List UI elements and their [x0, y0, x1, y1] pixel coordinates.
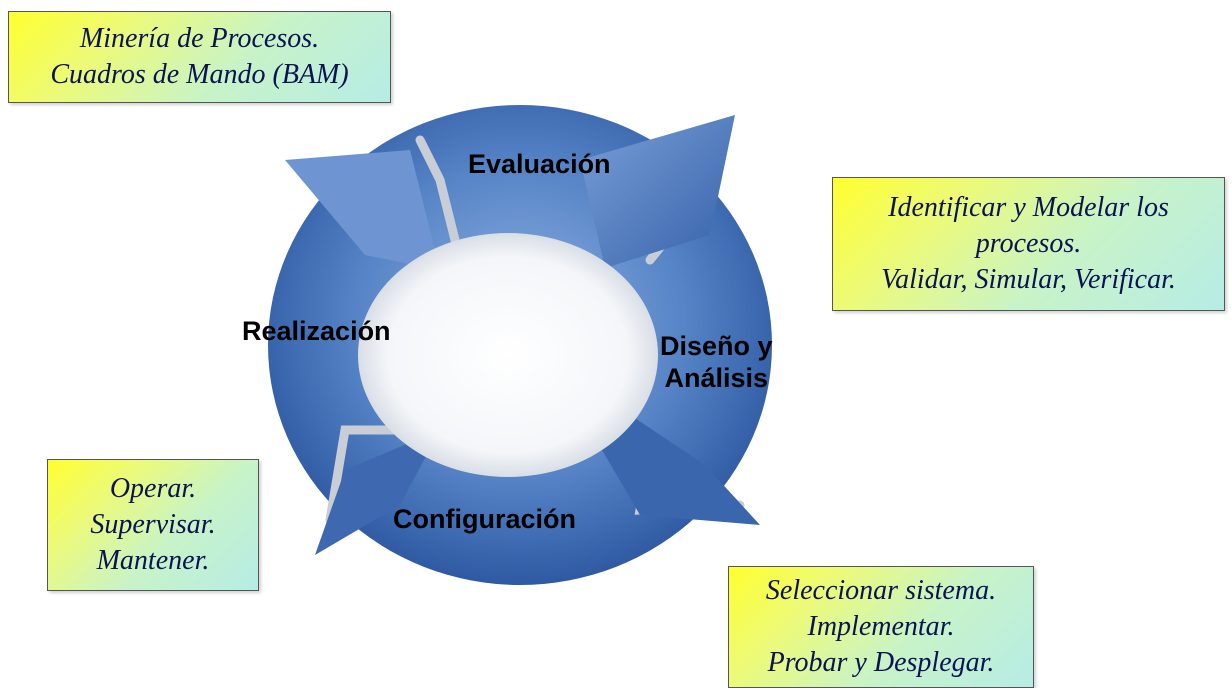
stage-diseno-label: Diseño y Análisis	[660, 330, 773, 394]
arrow-head-bottom	[315, 430, 440, 555]
arrow-head-right	[595, 400, 760, 525]
note-bottom-right-line1: Seleccionar sistema.	[765, 575, 997, 606]
note-bottom-left-line3: Mantener.	[96, 545, 210, 576]
note-right-line3: Validar, Simular, Verificar.	[881, 264, 1176, 295]
note-bottom-left-line2: Supervisar.	[90, 509, 216, 540]
stage-diseno-line1: Diseño y	[660, 331, 773, 361]
note-top-left-line2: Cuadros de Mando (BAM)	[50, 59, 349, 90]
note-right: Identificar y Modelar los procesos. Vali…	[832, 177, 1225, 311]
stage-realizacion-label: Realización	[242, 316, 391, 346]
gap-top-left	[415, 135, 460, 245]
note-right-line1: Identificar y Modelar los	[888, 192, 1169, 223]
note-top-left: Minería de Procesos. Cuadros de Mando (B…	[8, 11, 391, 103]
note-bottom-right-line3: Probar y Desplegar.	[767, 647, 995, 678]
stage-evaluacion-label: Evaluación	[468, 149, 611, 179]
arrow-head-top	[580, 115, 735, 268]
note-right-line2: procesos.	[975, 228, 1082, 259]
note-bottom-right-line2: Implementar.	[807, 611, 955, 642]
note-bottom-left: Operar. Supervisar. Mantener.	[47, 459, 259, 591]
stage-diseno-line2: Análisis	[664, 363, 769, 393]
note-bottom-left-line1: Operar.	[109, 473, 197, 504]
stage-configuracion-label: Configuración	[393, 504, 576, 534]
gap-bottom-left	[325, 425, 400, 525]
arrow-head-left	[285, 150, 440, 270]
note-top-left-line1: Minería de Procesos.	[79, 23, 320, 54]
ring-center	[358, 233, 658, 477]
note-bottom-right: Seleccionar sistema. Implementar. Probar…	[728, 566, 1034, 688]
